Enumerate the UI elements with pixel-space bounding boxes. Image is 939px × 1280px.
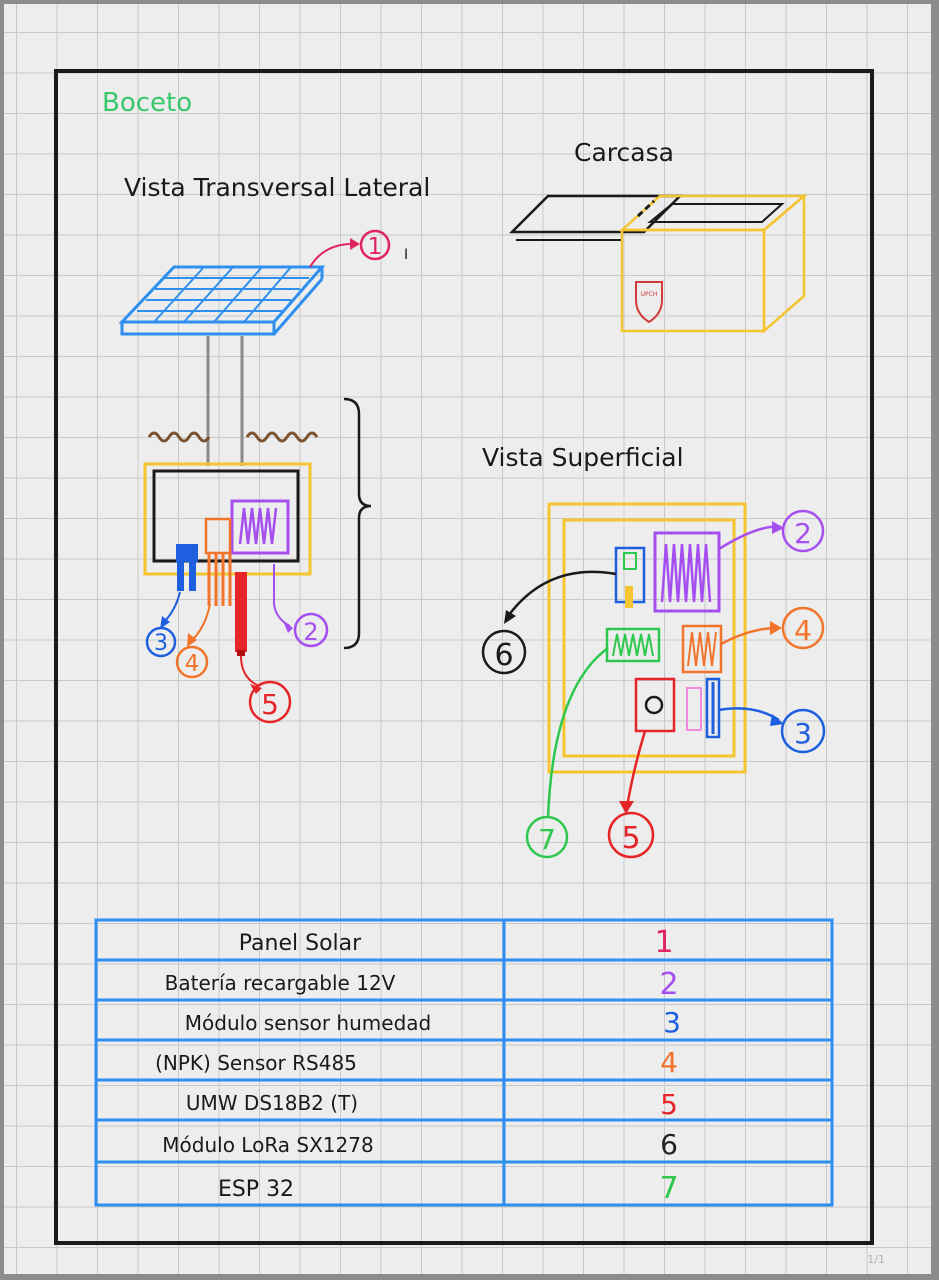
legend-row: (NPK) Sensor RS485 4 (155, 1046, 678, 1079)
humidity-sensor-icon (176, 544, 198, 591)
lora-module-icon (614, 546, 646, 608)
enclosure-top-outer (547, 502, 747, 774)
arrow-2-top (718, 525, 782, 551)
temperature-probe-icon (235, 572, 247, 656)
legend-name: Módulo sensor humedad (185, 1011, 431, 1035)
marker-4-lateral: 4 (175, 645, 209, 679)
svg-text:1: 1 (368, 234, 383, 260)
svg-text:3: 3 (154, 631, 168, 656)
legend-name: Panel Solar (239, 931, 362, 956)
arrow-7-top (546, 646, 609, 819)
enclosure-inner (152, 469, 300, 563)
svg-text:7: 7 (538, 823, 556, 856)
casing-title: Carcasa (574, 138, 674, 167)
arrow-5-lateral (240, 655, 260, 687)
svg-text:5: 5 (621, 821, 640, 856)
arrow-6-top (504, 570, 617, 620)
legend-num: 3 (663, 1006, 681, 1039)
marker-3-top: 3 (780, 708, 826, 754)
svg-text:5: 5 (261, 688, 279, 721)
notebook-page: Boceto Vista Transversal Lateral (4, 4, 931, 1274)
legend-num: 7 (659, 1171, 678, 1206)
arrow-5-top (625, 730, 647, 808)
svg-text:2: 2 (794, 517, 812, 550)
marker-7-top: 7 (525, 815, 569, 859)
sketch-canvas: Boceto Vista Transversal Lateral (54, 69, 874, 1245)
top-view-title: Vista Superficial (482, 443, 684, 472)
legend-num: 6 (660, 1128, 678, 1161)
humidity-top-icon (686, 677, 721, 739)
marker-2-lateral: 2 (293, 612, 329, 648)
legend-table (94, 918, 834, 1207)
casing-logo: UPCH (641, 291, 658, 298)
npk-top-icon (681, 624, 723, 674)
legend-name: (NPK) Sensor RS485 (155, 1051, 357, 1075)
legend-row: Módulo sensor humedad 3 (185, 1006, 681, 1039)
marker-2-top: 2 (781, 509, 825, 553)
legend-name: UMW DS18B2 (T) (186, 1091, 358, 1115)
arrow-4-top (720, 626, 778, 646)
svg-text:2: 2 (303, 618, 318, 646)
svg-text:4: 4 (185, 651, 200, 677)
mounting-pole (206, 336, 244, 466)
legend-row: Batería recargable 12V 2 (165, 967, 679, 1002)
legend-num: 2 (659, 967, 678, 1002)
legend-num: 5 (660, 1088, 678, 1121)
legend-name: Módulo LoRa SX1278 (162, 1133, 373, 1157)
sketch-title: Boceto (102, 88, 192, 118)
arrow-3-top (718, 707, 780, 722)
legend-num: 1 (654, 925, 673, 960)
depth-brace (343, 397, 372, 650)
sheet-border (54, 69, 874, 1245)
legend-row: UMW DS18B2 (T) 5 (186, 1088, 678, 1121)
marker-6-top: 6 (481, 629, 527, 675)
marker-1: 1 (359, 229, 391, 261)
battery-icon (230, 499, 290, 555)
esp32-icon (605, 627, 661, 663)
temperature-top-icon (634, 677, 676, 733)
legend-name: ESP 32 (218, 1177, 294, 1202)
battery-top-icon (653, 531, 721, 613)
legend-row: Panel Solar 1 (239, 925, 674, 960)
solar-panel-icon (118, 265, 326, 336)
lateral-view-title: Vista Transversal Lateral (124, 173, 430, 202)
svg-text:3: 3 (794, 717, 812, 750)
stray-mark: I (404, 247, 408, 263)
enclosure-side (143, 462, 312, 576)
npk-sensor-icon (204, 517, 232, 606)
page-number: 1/1 (867, 1253, 885, 1266)
arrow-4-lateral (189, 603, 211, 643)
marker-3-lateral: 3 (145, 626, 177, 658)
marker-5-top: 5 (607, 811, 655, 859)
svg-text:4: 4 (794, 614, 812, 647)
legend-row: ESP 32 7 (218, 1171, 679, 1206)
legend-num: 4 (660, 1046, 678, 1079)
legend-name: Batería recargable 12V (165, 971, 396, 995)
soil-line-icon (147, 431, 319, 443)
svg-text:6: 6 (494, 638, 513, 673)
marker-5-lateral: 5 (248, 680, 292, 724)
casing-drawing (508, 193, 808, 334)
marker-4-top: 4 (781, 606, 825, 650)
legend-row: Módulo LoRa SX1278 6 (162, 1128, 678, 1161)
